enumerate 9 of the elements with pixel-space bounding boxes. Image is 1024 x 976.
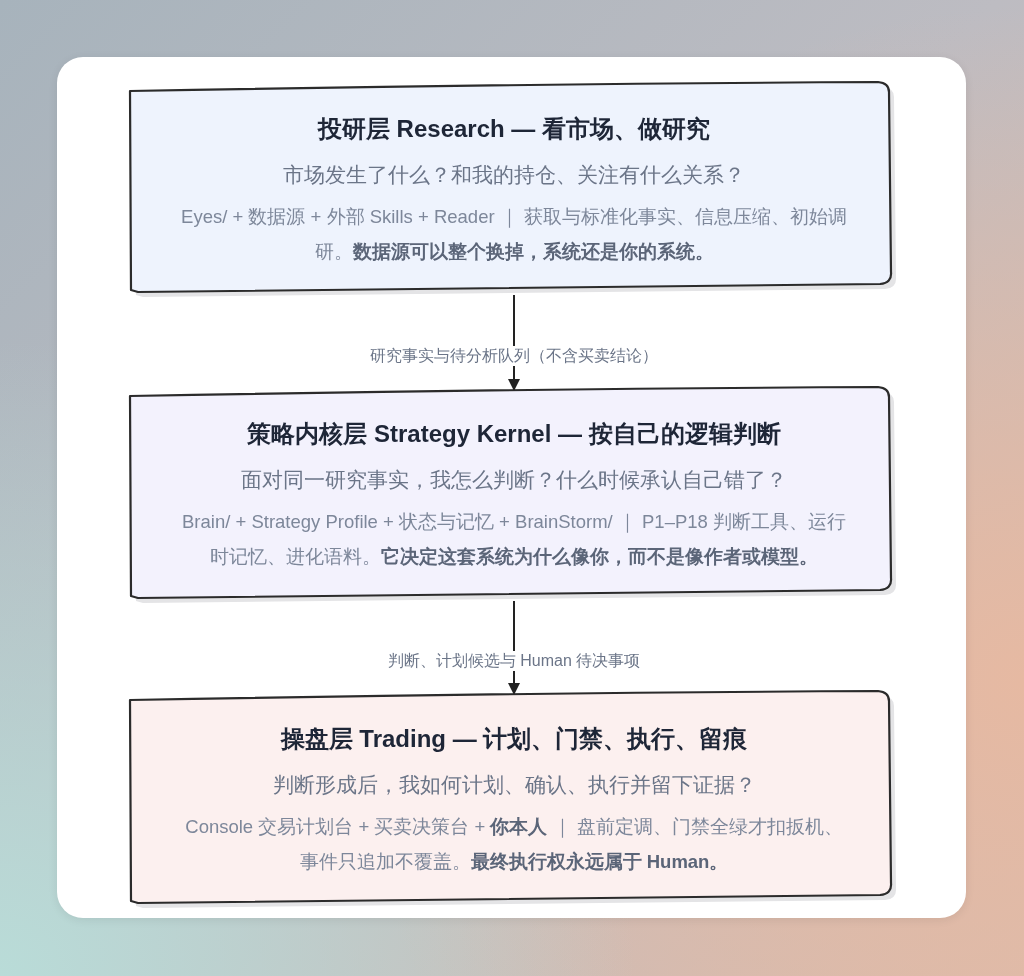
layer-description: Brain/ + Strategy Profile + 状态与记忆 + BrainStorm/ ｜ P1–P18 判断工具、运行时记忆、进化语料。它决定这套系统为什么像你，而不是像作者或模型。 xyxy=(181,510,847,569)
layer-question: 判断形成后，我如何计划、确认、执行并留下证据？ xyxy=(272,771,756,798)
layer-title: 操盘层 Trading — 计划、门禁、执行、留痕 xyxy=(280,723,748,754)
layer-question: 面对同一研究事实，我怎么判断？什么时候承认自己错了？ xyxy=(241,467,787,493)
layer-description: Eyes/ + 数据源 + 外部 Skills + Reader ｜ 获取与标准化事实、信息压缩、初始调研。数据源可以整个换掉，系统还是你的系统。 xyxy=(180,204,848,264)
layer-question: 市场发生了什么？和我的持仓、关注有什么关系？ xyxy=(283,161,745,188)
layer-title: 策略内核层 Strategy Kernel — 按自己的逻辑判断 xyxy=(247,419,781,449)
layer-title: 投研层 Research — 看市场、做研究 xyxy=(317,113,711,144)
layer-description: Console 交易计划台 + 买卖决策台 + 你本人 ｜ 盘前定调、门禁全绿才扣扳机、事件只追加不覆盖。最终执行权永远属于 Human。 xyxy=(184,814,844,874)
